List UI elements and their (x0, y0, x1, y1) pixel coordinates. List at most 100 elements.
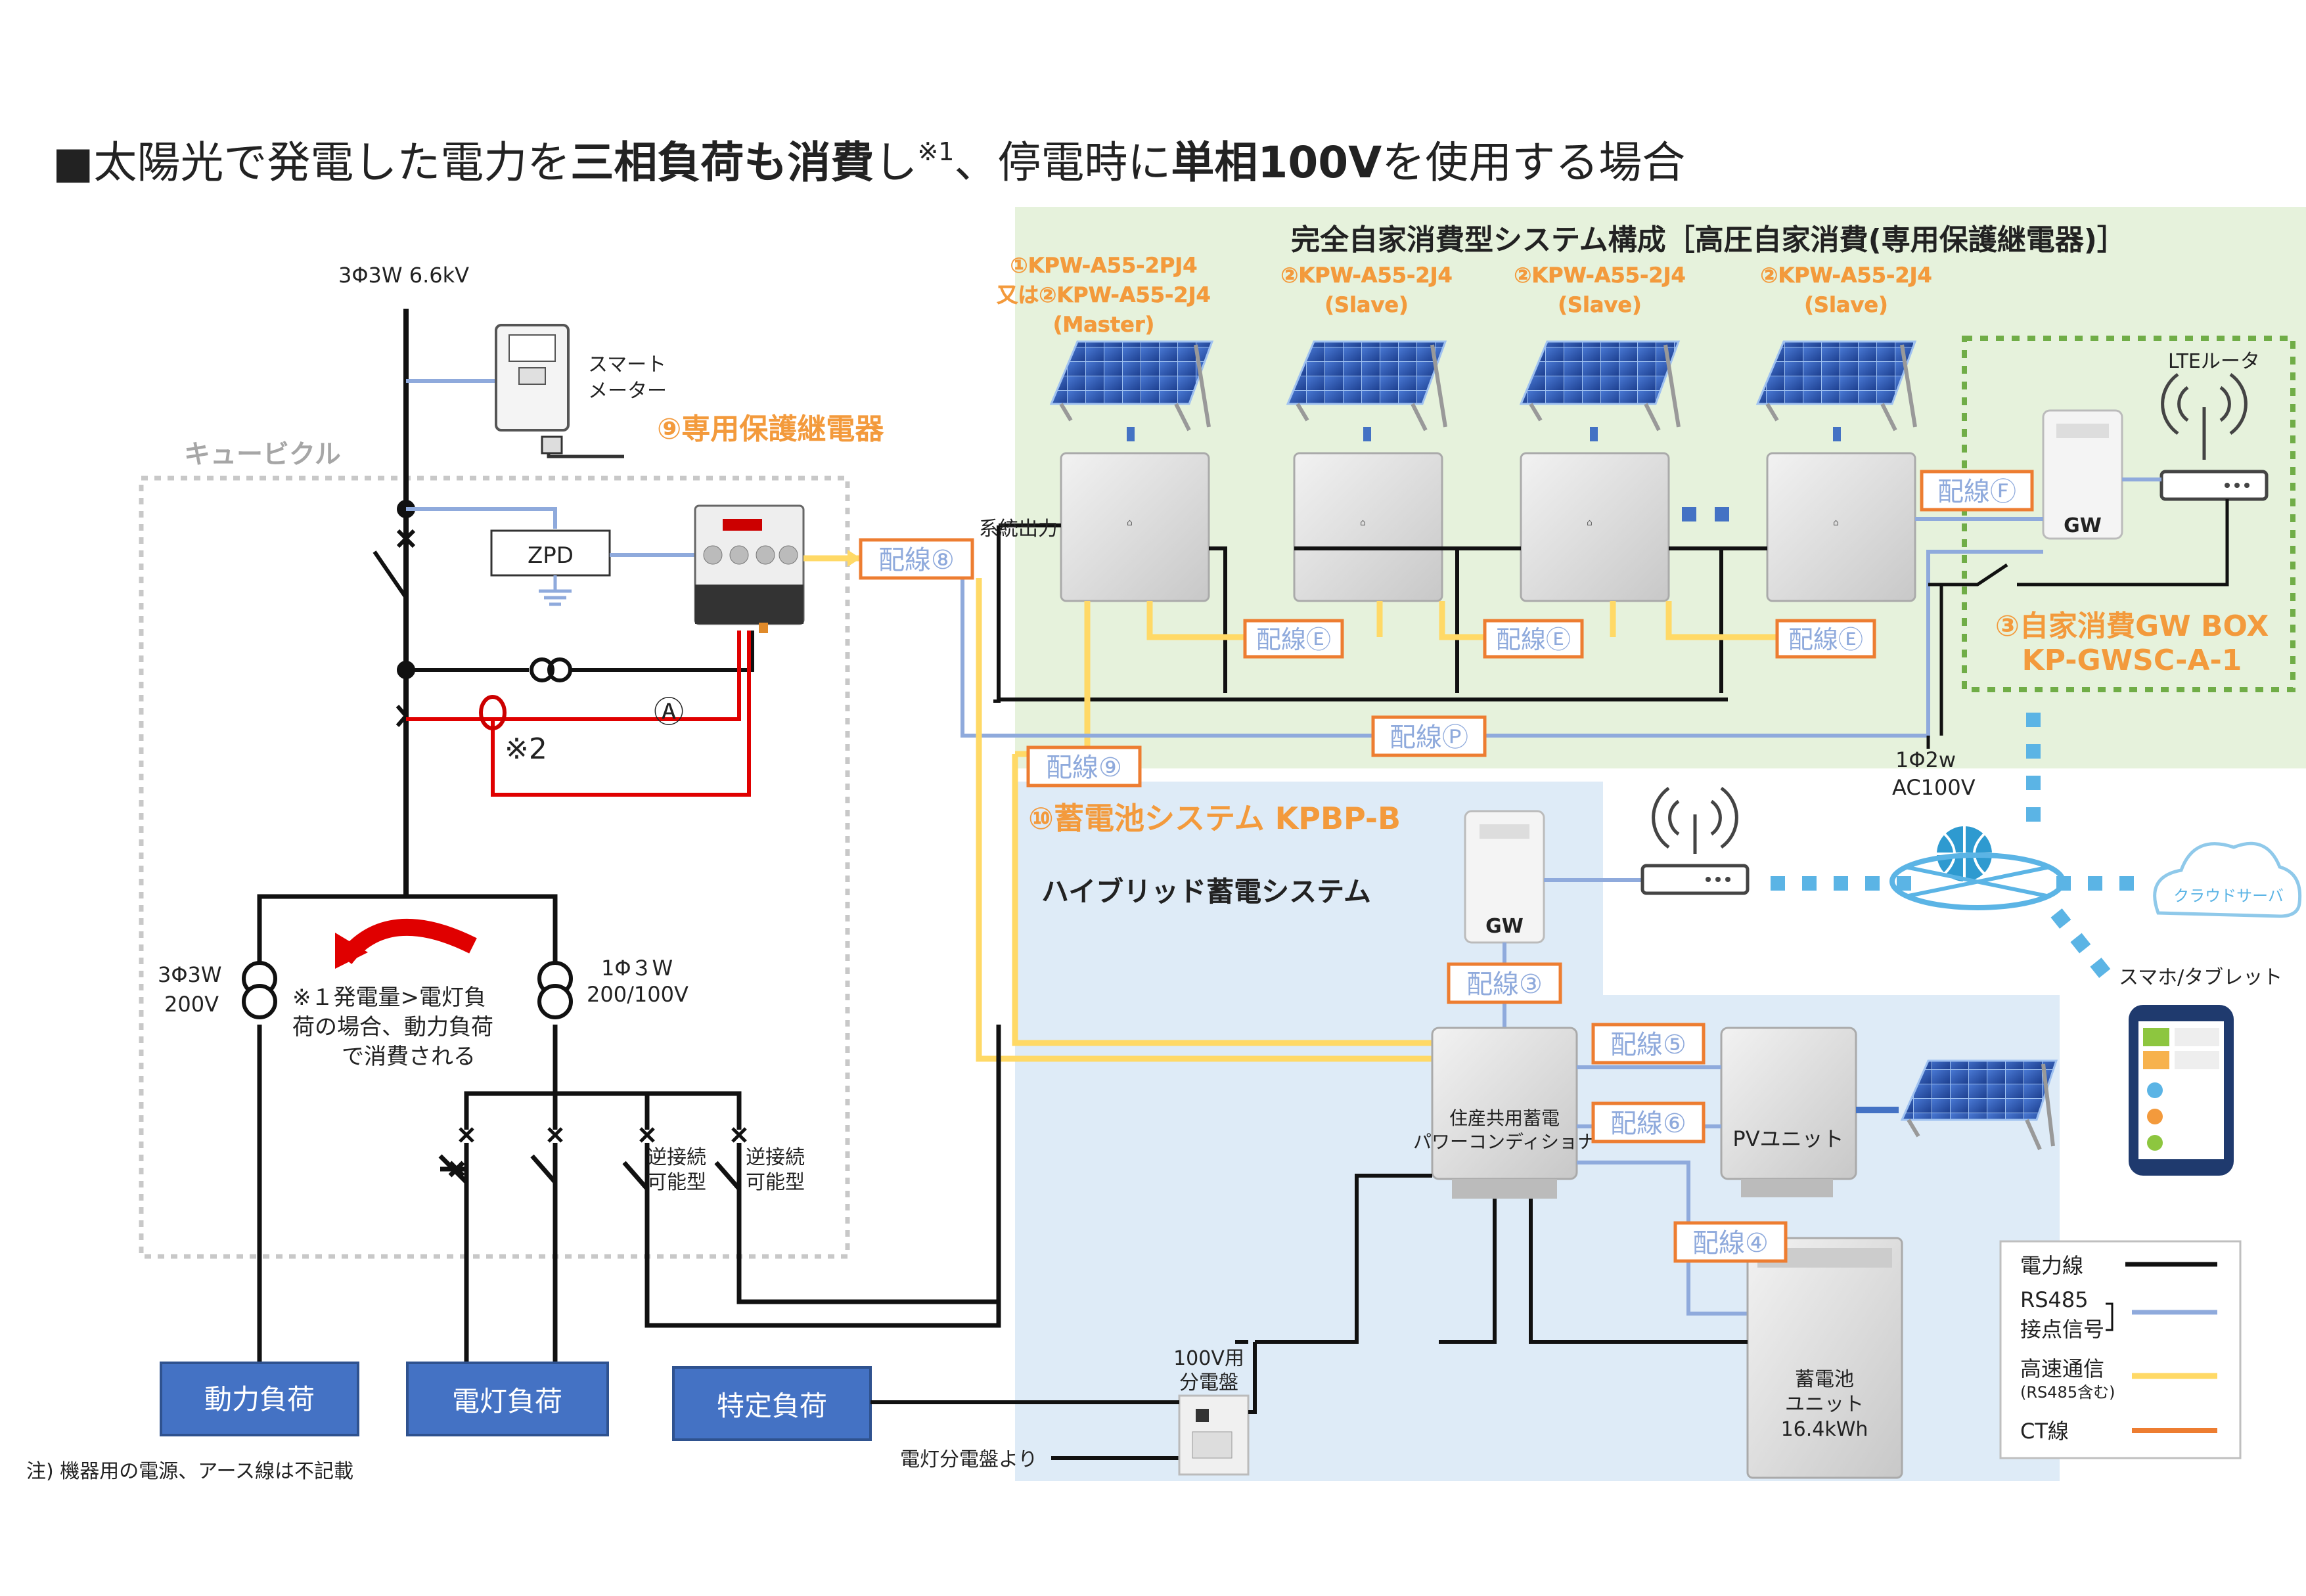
smart-meter (495, 324, 624, 458)
svg-text:配線Ⓟ: 配線Ⓟ (1390, 722, 1468, 753)
protective-relay (694, 504, 805, 633)
svg-text:動力負荷: 動力負荷 (204, 1383, 315, 1415)
svg-text:①KPW-A55-2PJ4: ①KPW-A55-2PJ4 (1010, 253, 1198, 278)
reverse-2a: 逆接続 (746, 1146, 805, 1169)
svg-text:配線Ⓔ: 配線Ⓔ (1256, 625, 1331, 654)
wire-9-label: 配線⑨ (1026, 745, 1142, 787)
svg-text:接点信号: 接点信号 (2020, 1317, 2104, 1342)
gwbox-model: KP-GWSC-A-1 (2022, 644, 2242, 677)
from-panel-label: 電灯分電盤より (900, 1448, 1037, 1471)
svg-text:GW: GW (1485, 915, 1524, 938)
pv-connectors (1127, 427, 1841, 441)
svg-text:CT線: CT線 (2020, 1419, 2069, 1444)
battery-pcs: 住産共用蓄電 パワーコンディショナ (1413, 1027, 1596, 1199)
gwbox-contact (1928, 499, 2229, 736)
wire-4-label: 配線④ (1673, 1221, 1788, 1263)
svg-text:配線⑨: 配線⑨ (1046, 753, 1122, 783)
svg-text:(Master): (Master) (1053, 312, 1155, 337)
flow-arrow-head (335, 933, 368, 969)
svg-text:(Slave): (Slave) (1558, 292, 1641, 317)
smartphone-icon (2129, 1005, 2234, 1176)
switch-marks (459, 1127, 747, 1143)
vt-icon (397, 631, 754, 682)
ac-label-1: 1Φ2w (1895, 747, 1956, 772)
svg-text:配線Ⓔ: 配線Ⓔ (1788, 625, 1863, 654)
zpd-label: ZPD (528, 543, 574, 569)
network-links (1771, 713, 2148, 983)
distribution-panel (1178, 1394, 1250, 1476)
note1-line2: 荷の場合、動力負荷 (292, 1014, 493, 1040)
svg-text:(RS485含む): (RS485含む) (2020, 1383, 2115, 1402)
pcs-unit-4: ⌂ (1766, 452, 1916, 602)
svg-text:GW: GW (2064, 514, 2102, 537)
grid-voltage: 3Φ3W 6.6kV (338, 263, 469, 288)
zpd-line (406, 507, 557, 529)
tr-right-label-2: 200/100V (587, 982, 689, 1007)
lte-router: LTEルータ (2159, 350, 2269, 501)
svg-text:パワーコンディショナ: パワーコンディショナ (1413, 1131, 1596, 1153)
solar-panel-2 (1286, 340, 1447, 432)
pv-unit: PVユニット (1720, 1027, 1857, 1197)
system-header: 完全自家消費型システム構成［高圧自家消費(専用保護継電器)］ (1291, 223, 2126, 257)
svg-text:配線④: 配線④ (1692, 1228, 1769, 1258)
wire-e2-label: 配線Ⓔ (1483, 619, 1584, 659)
wire-e1-label: 配線Ⓔ (1243, 619, 1344, 659)
panel-label-2: 分電盤 (1179, 1371, 1238, 1394)
arrow-icon (848, 550, 861, 567)
reverse-1a: 逆接続 (647, 1146, 706, 1169)
light-load-box: 電灯負荷 (406, 1362, 609, 1436)
svg-text:電力線: 電力線 (2020, 1253, 2083, 1278)
battery-label: ⑩蓄電池システム KPBP-B (1028, 801, 1401, 836)
panel-input (1248, 1342, 1257, 1414)
internet-globe-icon (1889, 826, 2066, 910)
wire-3-label: 配線③ (1447, 962, 1562, 1004)
svg-text:配線③: 配線③ (1466, 969, 1543, 1000)
svg-text:PVユニット: PVユニット (1732, 1126, 1843, 1151)
solar-panel-battery (1900, 1059, 2058, 1151)
solar-panel-1 (1049, 340, 1214, 432)
cubicle-label: キュービクル (184, 439, 341, 470)
solar-panel-3 (1519, 340, 1681, 432)
legend: 電力線 RS485 接点信号 高速通信 (RS485含む) CT線 (1999, 1240, 2242, 1459)
svg-text:蓄電池: 蓄電池 (1795, 1368, 1854, 1391)
page-title: ■太陽光で発電した電力を三相負荷も消費し※1、停電時に単相100Vを使用する場合 (53, 137, 1685, 188)
wire-8-label: 配線⑧ (859, 538, 974, 580)
specific-load-box: 特定負荷 (672, 1366, 872, 1441)
smartphone-label: スマホ/タブレット (2119, 966, 2282, 989)
svg-text:ユニット: ユニット (1785, 1393, 1864, 1416)
svg-text:電灯負荷: 電灯負荷 (452, 1385, 562, 1417)
svg-text:⌂: ⌂ (1360, 518, 1366, 528)
note2: ※2 (505, 732, 547, 766)
wire-e3-label: 配線Ⓔ (1775, 619, 1876, 659)
pcs-unit-1: ⌂ (1060, 452, 1210, 602)
distribution-lines (257, 894, 1001, 1363)
cubicle-border (139, 476, 850, 1259)
svg-text:⌂: ⌂ (1587, 518, 1593, 528)
wire-p-label: 配線Ⓟ (1371, 715, 1487, 757)
tr-right-label-1: 1Φ３W (601, 956, 673, 981)
power-lines-battery (1051, 1174, 1748, 1460)
reverse-1b: 可能型 (647, 1171, 706, 1194)
svg-text:高速通信: 高速通信 (2020, 1356, 2104, 1381)
pv-labels: ①KPW-A55-2PJ4 又は②KPW-A55-2J4 (Master) ②K… (997, 253, 1932, 338)
svg-text:②KPW-A55-2J4: ②KPW-A55-2J4 (1760, 263, 1932, 288)
tr-left-label-1: 3Φ3W (158, 962, 222, 987)
svg-text:(Slave): (Slave) (1324, 292, 1408, 317)
ground-icon (539, 575, 572, 606)
gw-device-battery: GW (1464, 810, 1545, 944)
note1-line3: で消費される (342, 1044, 476, 1070)
svg-text:又は②KPW-A55-2J4: 又は②KPW-A55-2J4 (997, 282, 1211, 307)
relay-label: ⑨専用保護継電器 (657, 412, 884, 446)
ct-icon (396, 631, 751, 797)
note1-line1: ※１発電量>電灯負 (292, 985, 486, 1011)
smart-meter-label-2: メーター (588, 380, 667, 403)
svg-text:⌂: ⌂ (1833, 518, 1839, 528)
ellipsis-dots (1682, 507, 1729, 521)
power-lines-top (993, 523, 1767, 703)
svg-text:配線Ⓕ: 配線Ⓕ (1937, 477, 2016, 507)
svg-text:(Slave): (Slave) (1804, 292, 1888, 317)
svg-text:配線⑤: 配線⑤ (1610, 1030, 1686, 1060)
svg-text:RS485: RS485 (2020, 1287, 2089, 1312)
solar-panel-4 (1755, 340, 1917, 432)
svg-text:クラウドサーバ: クラウドサーバ (2173, 887, 2284, 905)
